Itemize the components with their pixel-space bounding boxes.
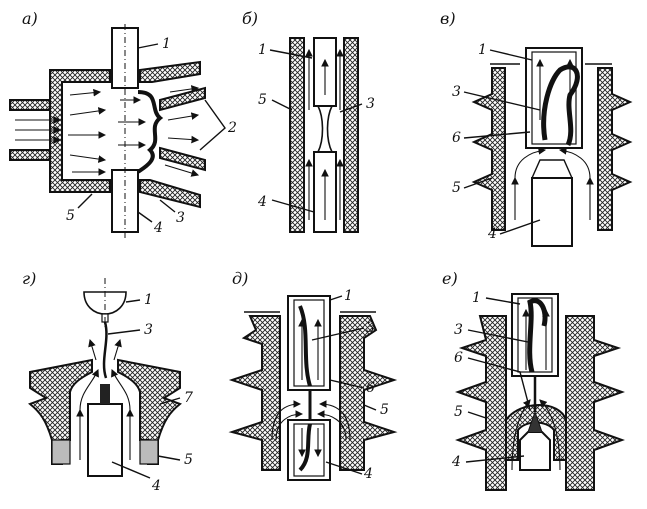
panel-g: г) 1 3 7 5 4 bbox=[22, 269, 193, 494]
panel-b-callout-1: 1 bbox=[258, 42, 267, 58]
panel-a-inlet-bottom bbox=[9, 149, 51, 161]
panel-a-flow-arrows bbox=[15, 85, 200, 177]
panel-b: б) 1 5 3 4 bbox=[242, 9, 375, 233]
panel-a-chamber-wall-right bbox=[139, 60, 201, 83]
panel-d-callout-5: 5 bbox=[380, 402, 389, 418]
panel-d-arc-upper bbox=[298, 305, 312, 387]
panel-v: в) 1 3 6 5 4 bbox=[440, 9, 633, 247]
panel-e-callout-4: 4 bbox=[451, 454, 461, 470]
panel-b-callout-5: 5 bbox=[258, 92, 267, 108]
panel-g-callout-1: 1 bbox=[144, 292, 153, 308]
panel-a-callout-4: 4 bbox=[153, 220, 163, 236]
panel-a-callout-2: 2 bbox=[227, 120, 237, 136]
panel-v-callout-6: 6 bbox=[452, 130, 461, 146]
panel-a-callout-3: 3 bbox=[176, 210, 185, 226]
panel-a: а) bbox=[9, 9, 237, 238]
panel-v-insulator-right bbox=[597, 67, 633, 231]
panel-b-callout-3: 3 bbox=[366, 96, 375, 112]
panel-a-label: а) bbox=[22, 9, 38, 28]
panel-e-callout-5: 5 bbox=[454, 404, 463, 420]
panel-a-arc bbox=[136, 90, 164, 174]
panel-a-chamber-wall-bottom bbox=[139, 179, 201, 209]
panel-d: д) 1 3 6 5 4 bbox=[228, 269, 398, 482]
panel-g-wire bbox=[102, 321, 108, 379]
panel-e-callout-6: 6 bbox=[454, 350, 463, 366]
panel-v-insulator-left bbox=[471, 67, 506, 231]
panel-e-insulator-right bbox=[565, 315, 625, 491]
panel-v-callout-5: 5 bbox=[452, 180, 461, 196]
panel-a-callout-1: 1 bbox=[162, 36, 171, 52]
panel-e-callout-1: 1 bbox=[472, 290, 481, 306]
panel-a-chamber-wall bbox=[49, 69, 111, 193]
panel-e-callout-3: 3 bbox=[454, 322, 463, 338]
panel-g-callout-7: 7 bbox=[184, 390, 193, 406]
panel-d-insulator-left bbox=[228, 315, 281, 471]
panel-b-callout-4: 4 bbox=[257, 194, 267, 210]
panel-d-arc-lower bbox=[298, 423, 312, 472]
panel-d-callout-6: 6 bbox=[366, 380, 375, 396]
panel-d-insulator-right bbox=[339, 315, 398, 471]
panel-g-callout-4: 4 bbox=[151, 478, 161, 494]
panel-g-callout-3: 3 bbox=[144, 322, 153, 338]
panel-a-inlet-top bbox=[9, 99, 51, 111]
panel-e-contact-lower bbox=[519, 431, 551, 471]
panel-d-callout-3: 3 bbox=[366, 320, 375, 336]
panel-d-label: д) bbox=[232, 269, 248, 288]
panel-g-cartridge bbox=[87, 403, 123, 477]
panel-v-contact-lower bbox=[531, 177, 573, 247]
panel-e-label: е) bbox=[442, 269, 458, 288]
panel-d-flow-arrows bbox=[271, 318, 351, 458]
panel-v-label: в) bbox=[440, 9, 456, 28]
panel-v-callout-3: 3 bbox=[452, 84, 461, 100]
panel-d-callout-4: 4 bbox=[363, 466, 373, 482]
panel-e: е) 1 3 6 5 4 bbox=[442, 269, 625, 491]
panel-g-callout-5: 5 bbox=[184, 452, 193, 468]
panel-e-insulator-left bbox=[455, 315, 507, 491]
panel-b-label: б) bbox=[242, 9, 258, 28]
panel-a-outlet-2 bbox=[159, 146, 206, 172]
panel-d-callout-1: 1 bbox=[344, 288, 353, 304]
panel-a-outlet-1 bbox=[159, 86, 206, 112]
panel-g-label: г) bbox=[22, 269, 36, 288]
panel-b-arc bbox=[317, 105, 333, 153]
panel-b-wall-left bbox=[289, 37, 305, 233]
panel-a-callout-5: 5 bbox=[66, 208, 75, 224]
panel-b-wall-right bbox=[343, 37, 359, 233]
panel-v-callout-1: 1 bbox=[478, 42, 487, 58]
panel-v-callout-4: 4 bbox=[487, 226, 497, 242]
panel-g-flow-arrows bbox=[76, 338, 134, 460]
